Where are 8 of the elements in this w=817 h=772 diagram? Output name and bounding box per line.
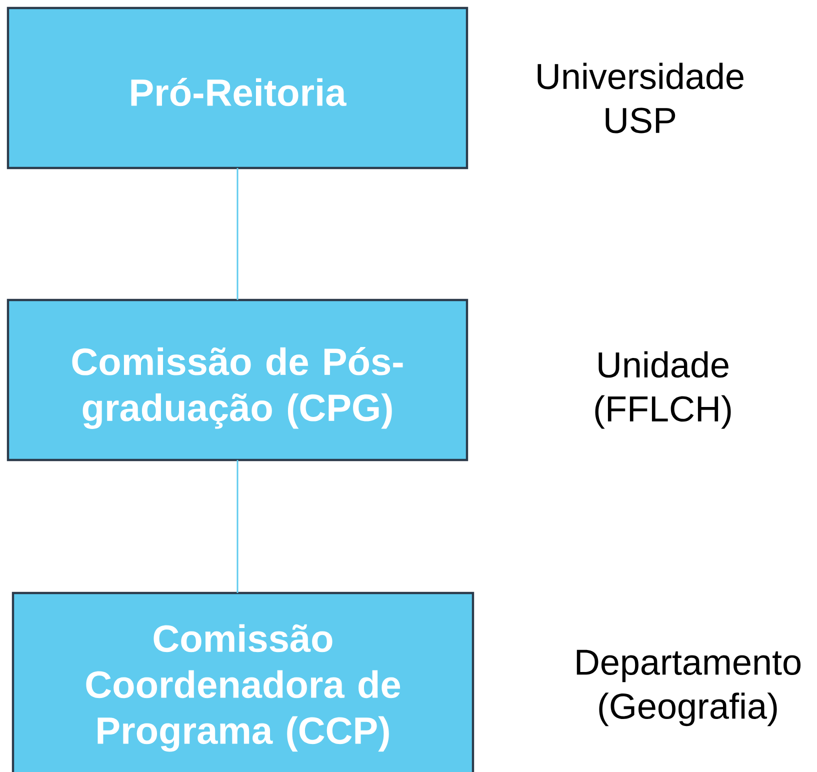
process-box: Comissão Coordenadora de Programa (CCP) (12, 592, 474, 772)
level-label: Unidade (FFLCH) (595, 351, 731, 429)
level-label: Departamento (Geografia) (576, 650, 801, 726)
level-label: Universidade USP (538, 62, 744, 134)
connector-line (236, 460, 238, 593)
process-box: Pró-Reitoria (6, 6, 468, 170)
connector-line (236, 168, 238, 300)
process-box: Comissão de Pós-graduação (CPG) (6, 298, 468, 462)
